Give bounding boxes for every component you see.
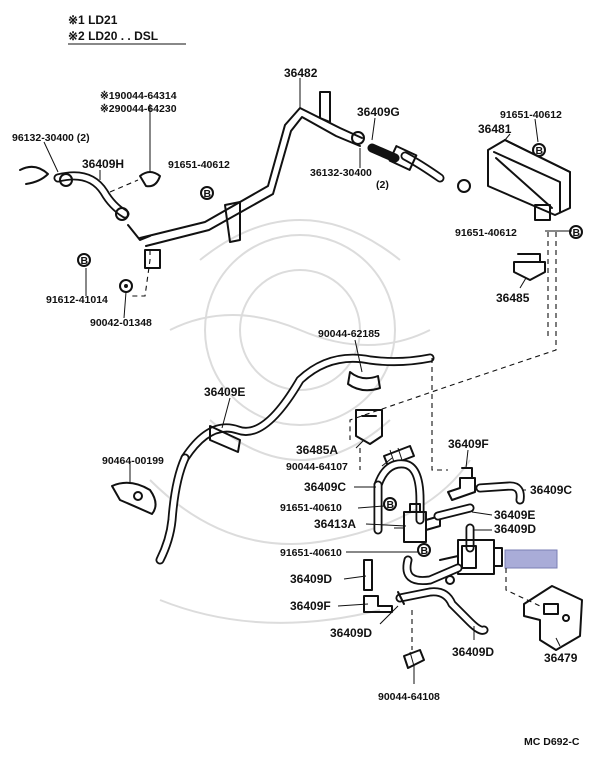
part-label-91651-40612-a: 91651-40612 [500,109,562,121]
part-label-36479: 36479 [544,651,578,665]
part-label-36409g: 36409G [357,105,400,119]
bracket-36481 [487,139,571,221]
part-label-36409c-a: 36409C [304,480,346,494]
part-label-91651-40612-c: 91651-40612 [455,227,517,239]
diagram-code: MC D692-C [524,736,580,748]
hose-36409d-vertical [363,559,373,591]
part-label-36485a: 36485A [296,443,338,457]
part-label-90042-01348: 90042-01348 [90,317,152,329]
part-label-90044-64108: 90044-64108 [378,691,440,703]
svg-text:B: B [573,227,581,239]
hose-36409c-loop [373,459,425,535]
part-label-36481: 36481 [478,122,512,136]
part-label-36413a: 36413A [314,517,356,531]
part-label-36409e-b: 36409E [494,508,535,522]
clamp-90044-64108 [403,649,425,669]
hose-36409c-right [475,481,525,505]
part-label-96132-30400: 96132-30400 (2) [12,132,90,144]
part-label-36409f-a: 36409F [448,437,489,451]
hose-36409h [19,165,130,221]
part-labels: 36482 36409G 91651-40612 36481 ※190044-6… [12,66,580,748]
hose-36409g [351,131,471,193]
part-label-36409e-a: 36409E [204,385,245,399]
part-label-91612-41014: 91612-41014 [46,294,108,306]
part-label-91651-40610-a: 91651-40610 [280,502,342,514]
clip-upper-left [109,171,161,193]
assembly-lines-top [130,232,557,440]
part-label-note-2: ※290044-64230 [100,103,177,115]
part-label-91651-40610-b: 91651-40610 [280,547,342,559]
leader-lines [43,78,572,684]
valve-36413a [394,503,441,543]
clamp-90044-62185 [347,371,381,392]
part-label-note-1: ※190044-64314 [100,90,177,102]
legend-line-1: ※1 LD21 [68,13,118,27]
part-label-36409d-c: 36409D [330,626,372,640]
part-label-90044-62185: 90044-62185 [318,328,380,340]
part-label-36485: 36485 [496,291,530,305]
part-label-90044-64107: 90044-64107 [286,461,348,473]
watermark-emblem [149,219,471,624]
svg-text:B: B [536,145,544,157]
part-label-36409d-a: 36409D [494,522,536,536]
bracket-36479 [523,585,583,651]
bolt-icon: B [383,497,397,511]
nut-icon [119,279,133,293]
bolt-icon: B [200,186,214,200]
hose-36409e-short [433,503,475,521]
svg-text:B: B [387,499,395,511]
bolt-icon: B [569,225,583,239]
fitting-36409f-lower [363,595,393,613]
bracket-36485 [513,253,546,281]
highlight-marker [504,549,558,569]
hose-36409d-loop [402,555,463,586]
svg-text:B: B [81,255,89,267]
legend-line-2: ※2 LD20 . . DSL [68,29,158,43]
part-label-36132-30400: 36132-30400 [310,167,372,179]
part-label-36409d-b: 36409D [290,572,332,586]
part-label-36132-qty: (2) [376,179,389,191]
part-label-36409f-b: 36409F [290,599,331,613]
hose-36409d-bottom [395,587,489,635]
clip-90464-00199 [111,481,157,515]
part-label-36409c-b: 36409C [530,483,572,497]
part-label-36409h: 36409H [82,157,124,171]
part-label-36409d-d: 36409D [452,645,494,659]
bracket-36485a [355,409,383,445]
assembly-lines-bottom [359,358,541,650]
bolt-icon: B [417,543,431,557]
switching-valve-assembly [439,539,503,585]
bolt-marks: B B B B B B [77,143,583,557]
hose-36409e-long [155,353,435,565]
bolt-icon: B [77,253,91,267]
fitting-36409f-top [447,467,476,501]
svg-text:B: B [421,545,429,557]
bracket-36482 [127,91,363,269]
part-label-36482: 36482 [284,66,318,80]
bolt-icon: B [532,143,546,157]
part-label-91651-40612-b: 91651-40612 [168,159,230,171]
part-label-90464-00199: 90464-00199 [102,455,164,467]
svg-text:B: B [204,188,212,200]
